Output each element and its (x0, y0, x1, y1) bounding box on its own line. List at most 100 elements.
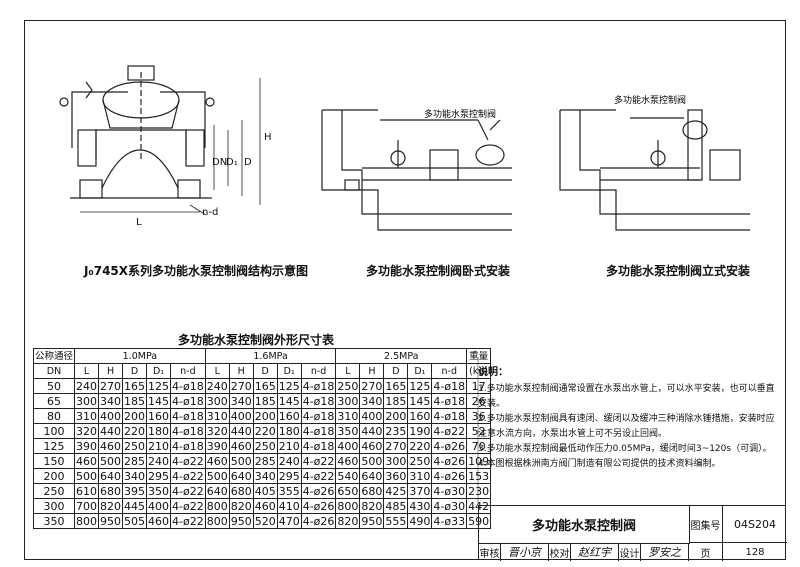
table-cell: 295 (146, 468, 172, 484)
table-cell: 250 (252, 438, 278, 454)
table-cell: 165 (252, 378, 278, 394)
table-cell: 500 (204, 468, 230, 484)
table-cell: 4-ø26 (431, 468, 468, 484)
table-cell: 355 (276, 483, 302, 499)
table-cell: 520 (252, 513, 278, 529)
table-cell: 145 (407, 393, 433, 409)
column-header: L (74, 363, 100, 379)
table-cell: 395 (122, 483, 148, 499)
table-cell: 270 (359, 378, 385, 394)
review-label: 审核 (479, 543, 501, 561)
table-cell: 820 (335, 513, 361, 529)
table-cell: 500 (74, 468, 100, 484)
table-cell: 640 (228, 468, 254, 484)
table-cell: 400 (228, 408, 254, 424)
weight-header: 重量 (466, 348, 492, 364)
atlas-number: 04S204 (723, 506, 787, 543)
table-cell: 165 (383, 378, 409, 394)
horizontal-valve-label: 多功能水泵控制阀 (424, 108, 496, 120)
table-cell: 65 (32, 393, 76, 409)
table-cell: 250 (335, 378, 361, 394)
table-cell: 185 (122, 393, 148, 409)
table-cell: 490 (407, 513, 433, 529)
note-item: 2.多功能水泵控制阀具有速闭、缓闭以及缓冲三种消除水锤措施，安装时应注意水流方向… (478, 414, 775, 439)
table-cell: 485 (383, 498, 409, 514)
table-cell: 500 (98, 453, 124, 469)
dn-header: DN (32, 363, 76, 379)
table-cell: 950 (98, 513, 124, 529)
dim-D: D (244, 157, 252, 168)
table-cell: 820 (359, 498, 385, 514)
dim-nd: n-d (202, 207, 218, 218)
table-cell: 400 (98, 408, 124, 424)
table-cell: 200 (383, 408, 409, 424)
table-cell: 800 (204, 513, 230, 529)
table-cell: 460 (74, 453, 100, 469)
table-cell: 440 (228, 423, 254, 439)
column-header: L (335, 363, 361, 379)
table-cell: 820 (228, 498, 254, 514)
table-cell: 240 (276, 453, 302, 469)
table-cell: 640 (204, 483, 230, 499)
table-cell: 250 (407, 453, 433, 469)
table-cell: 180 (276, 423, 302, 439)
notes-heading: 说明： (478, 367, 508, 378)
table-cell: 240 (146, 453, 172, 469)
table-cell: 460 (204, 453, 230, 469)
table-cell: 300 (335, 393, 361, 409)
table-cell: 700 (74, 498, 100, 514)
table-cell: 50 (32, 378, 76, 394)
column-header: D₁ (146, 363, 172, 379)
table-cell: 505 (122, 513, 148, 529)
design-label: 设计 (619, 543, 641, 561)
note-item: 4.本图根据株洲南方阀门制造有限公司提供的技术资料编制。 (478, 459, 721, 469)
table-cell: 240 (74, 378, 100, 394)
table-cell: 230 (466, 483, 492, 499)
table-cell: 460 (335, 453, 361, 469)
table-cell: 80 (32, 408, 76, 424)
table-cell: 4-ø22 (170, 453, 206, 469)
table-cell: 350 (335, 423, 361, 439)
table-cell: 109 (466, 453, 492, 469)
column-header: D₁ (276, 363, 302, 379)
drawing-sheet (24, 20, 786, 560)
check-label: 校对 (549, 543, 571, 561)
table-cell: 640 (359, 468, 385, 484)
table-cell: 220 (407, 438, 433, 454)
table-cell: 300 (204, 393, 230, 409)
table-cell: 285 (252, 453, 278, 469)
table-cell: 4-ø18 (431, 378, 468, 394)
control-valve-v (682, 120, 708, 140)
pressure-group-2: 1.6MPa (204, 348, 337, 364)
table-cell: 400 (146, 498, 172, 514)
review-signature: 晋小京 (501, 543, 549, 561)
table-cell: 200 (252, 408, 278, 424)
table-cell: 310 (74, 408, 100, 424)
column-header: D (383, 363, 409, 379)
table-cell: 160 (146, 408, 172, 424)
table-cell: 220 (122, 423, 148, 439)
table-cell: 4-ø22 (170, 513, 206, 529)
table-cell: 4-ø26 (300, 498, 337, 514)
table-cell: 4-ø30 (431, 498, 468, 514)
table-cell: 4-ø18 (300, 408, 337, 424)
table-cell: 300 (32, 498, 76, 514)
table-cell: 440 (98, 423, 124, 439)
table-cell: 610 (74, 483, 100, 499)
table-cell: 4-ø18 (170, 438, 206, 454)
table-cell: 125 (276, 378, 302, 394)
table-cell: 820 (98, 498, 124, 514)
horizontal-caption: 多功能水泵控制阀卧式安装 (366, 264, 511, 278)
table-cell: 350 (32, 513, 76, 529)
table-cell: 270 (98, 378, 124, 394)
check-signature: 赵红宇 (571, 543, 619, 561)
corner-header: 公称通径 (32, 348, 76, 364)
table-cell: 555 (383, 513, 409, 529)
table-cell: 800 (335, 498, 361, 514)
table-cell: 125 (32, 438, 76, 454)
table-cell: 4-ø18 (170, 408, 206, 424)
